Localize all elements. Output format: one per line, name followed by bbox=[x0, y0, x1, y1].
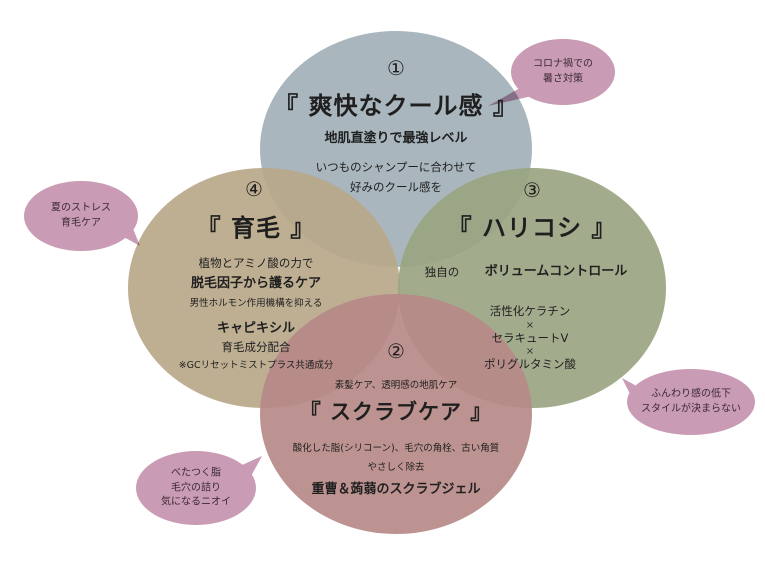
circle-left-line-6: ※GCリセットミストプラス共通成分 bbox=[178, 360, 334, 371]
bubble-left-line-1: 夏のストレス bbox=[51, 202, 111, 214]
circle-left-line-2: 脱毛因子から護るケア bbox=[190, 276, 322, 291]
circle-top-line-2: いつものシャンプーに合わせて bbox=[315, 160, 477, 174]
circle-top-line-3: 好みのクール感を bbox=[350, 180, 442, 194]
circle-bottom-line-3: やさしく除去 bbox=[367, 462, 425, 473]
circle-left-line-3: 男性ホルモン作用機構を抑える bbox=[189, 298, 323, 309]
bubble-bottom-left-line-1: べたつく脂 bbox=[171, 467, 221, 479]
bubble-top-right-line-1: コロナ禍での bbox=[533, 58, 593, 70]
circle-right-line-7: ポリグルタミン酸 bbox=[484, 357, 576, 371]
circle-right-line-5: セラキュートV bbox=[491, 331, 569, 345]
circle-top-line-1: 地肌直塗りで最強レベル bbox=[324, 131, 468, 146]
circle-right-line-6: × bbox=[525, 346, 535, 357]
circle-bottom-line-4: 重曹＆蒟蒻のスクラブジェル bbox=[311, 482, 481, 497]
bubble-top-right-text: コロナ禍での 暑さ対策 bbox=[533, 58, 593, 87]
circle-left-line-5: 育毛成分配合 bbox=[221, 340, 291, 354]
bubble-right-line-1: ふんわり感の低下 bbox=[651, 388, 731, 400]
bubble-right-text: ふんわり感の低下 スタイルが決まらない bbox=[641, 388, 741, 417]
circle-bottom-line-2: 酸化した脂(シリコーン)、毛穴の角栓、古い角質 bbox=[292, 443, 500, 454]
circle-right-title: 『 ハリコシ 』 bbox=[447, 214, 617, 242]
circle-bottom-line-1: 素髪ケア、透明感の地肌ケア bbox=[334, 380, 458, 391]
bubble-right-line-2: スタイルが決まらない bbox=[641, 403, 741, 414]
bubble-bottom-left-line-2: 毛穴の詰り bbox=[171, 481, 221, 493]
circle-bottom bbox=[260, 294, 532, 534]
circle-left-number: ④ bbox=[245, 177, 263, 201]
circle-top-title: 『 爽快なクール感 』 bbox=[274, 92, 518, 120]
circle-right-line-2: ボリュームコントロール bbox=[484, 264, 628, 279]
circle-right-line-3: 活性化ケラチン bbox=[489, 304, 571, 318]
bubble-left-text: 夏のストレス 育毛ケア bbox=[51, 202, 111, 231]
bubble-left-line-2: 育毛ケア bbox=[61, 217, 101, 228]
circle-right-line-1: 独自の bbox=[424, 265, 460, 279]
circle-left-line-4: キャピキシル bbox=[216, 321, 296, 336]
circle-left-title: 『 育毛 』 bbox=[196, 214, 316, 242]
circle-bottom-title: 『 スクラブケア 』 bbox=[299, 400, 493, 424]
circle-right-line-4: × bbox=[525, 320, 535, 331]
bubble-bottom-left-line-3: 気になるニオイ bbox=[161, 496, 231, 508]
circle-top-number: ① bbox=[387, 56, 405, 80]
speech-bubble-right bbox=[622, 369, 755, 435]
speech-bubble-bottom-left bbox=[136, 451, 262, 525]
bubble-bottom-left-text: べたつく脂 毛穴の詰り 気になるニオイ bbox=[161, 466, 231, 510]
circle-bottom-number: ② bbox=[387, 339, 405, 363]
circle-left-line-1: 植物とアミノ酸の力で bbox=[198, 256, 314, 270]
bubble-top-right-line-2: 暑さ対策 bbox=[543, 73, 583, 84]
circle-right-number: ③ bbox=[523, 178, 541, 202]
speech-bubble-left bbox=[24, 181, 140, 251]
